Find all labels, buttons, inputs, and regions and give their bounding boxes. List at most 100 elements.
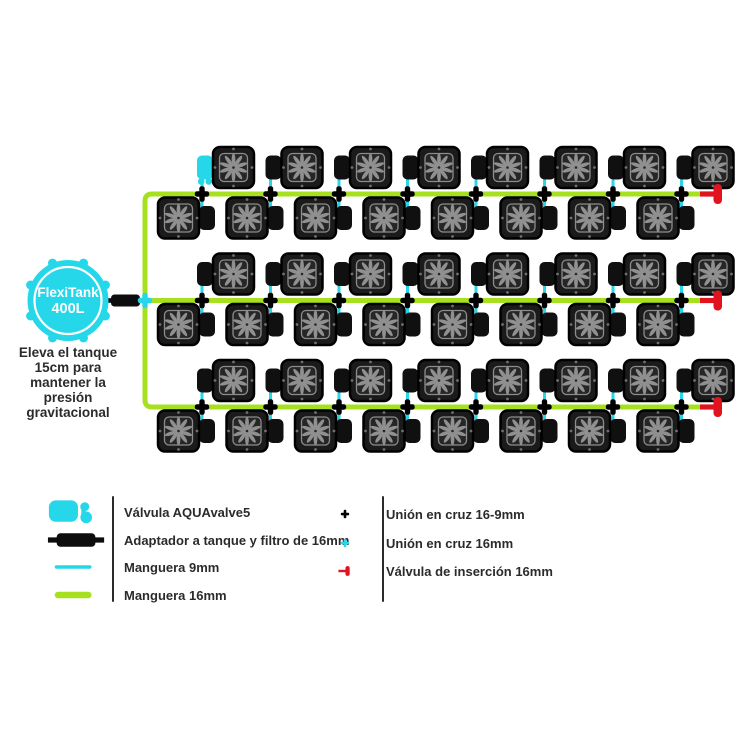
plant-pot xyxy=(156,302,201,347)
plant-pot xyxy=(691,252,735,296)
tank-ring xyxy=(33,265,103,336)
plant-pot xyxy=(348,252,393,296)
aquavalve-tab xyxy=(267,419,284,443)
plant-pot xyxy=(417,358,461,403)
legend-icon-cell xyxy=(46,525,108,555)
plant-pot xyxy=(430,196,475,240)
hose-16mm-icon xyxy=(54,591,92,599)
legend-divider-right xyxy=(382,496,384,602)
plant-pot xyxy=(293,196,338,240)
plant-pot xyxy=(554,358,598,403)
hose-9mm-icon xyxy=(54,565,92,569)
legend-label: Adaptador a tanque y filtro de 16mm xyxy=(124,532,350,548)
aquavalve-tab xyxy=(676,368,693,393)
legend-item: Unión en cruz 16mm xyxy=(330,529,513,557)
aquavalve-tab xyxy=(541,312,558,337)
plant-pot xyxy=(362,196,406,240)
plant-pot xyxy=(554,145,598,190)
aquavalve-tab xyxy=(610,419,626,443)
plant-pot xyxy=(417,252,461,296)
aquavalve-tab xyxy=(199,206,215,230)
plant-pot xyxy=(622,358,667,403)
aquavalve-tab xyxy=(336,206,352,230)
plant-pot xyxy=(293,302,338,347)
legend-icon-cell xyxy=(330,499,360,529)
plant-pot xyxy=(225,302,269,347)
aquavalve-tab xyxy=(473,312,489,337)
aquavalve-tab xyxy=(541,206,558,230)
aquavalve-tab xyxy=(473,419,489,443)
aquavalve-tab xyxy=(265,155,282,180)
legend-label: Válvula AQUAvalve5 xyxy=(124,504,251,520)
aquavalve-tab xyxy=(608,155,624,180)
legend-item: Unión en cruz 16-9mm xyxy=(330,500,525,528)
aquavalve-tab xyxy=(267,206,284,230)
tank-adapter-icon xyxy=(47,533,105,547)
legend-item: Válvula AQUAvalve5 xyxy=(46,498,250,526)
aquavalve-tab xyxy=(676,155,693,180)
aquavalve-tab xyxy=(404,206,421,230)
aquavalve-tab xyxy=(334,368,350,393)
aquavalve-tab xyxy=(197,368,213,393)
flexitank: FlexiTank 400L xyxy=(26,258,110,343)
legend-icon-cell xyxy=(46,552,108,582)
aquavalve-tab xyxy=(610,312,626,337)
plant-pot xyxy=(225,409,269,453)
insertion-valve-16-icon xyxy=(338,566,350,576)
aquavalve-tab xyxy=(199,312,215,337)
aquavalve-tab xyxy=(471,368,487,393)
plant-pot xyxy=(554,252,598,296)
aquavalve5-float xyxy=(205,178,213,185)
tank-body xyxy=(27,260,109,341)
legend-icon-cell xyxy=(330,528,360,558)
aquavalve-tab xyxy=(265,368,282,393)
plant-pot xyxy=(485,252,530,296)
legend-label: Válvula de inserción 16mm xyxy=(386,563,553,579)
plant-pot xyxy=(622,252,667,296)
tank-caption: Eleva el tanque 15cm para mantener la pr… xyxy=(18,345,118,420)
plant-pot xyxy=(280,358,324,403)
legend-icon-cell xyxy=(46,580,108,610)
plant-pot xyxy=(362,409,406,453)
legend-item: Adaptador a tanque y filtro de 16mm xyxy=(46,526,349,554)
aquavalve-tab xyxy=(610,206,626,230)
aquavalve-tab xyxy=(676,262,693,286)
tank-capacity-label: 400L xyxy=(51,301,84,317)
aquavalve-tab xyxy=(267,312,284,337)
plant-pot xyxy=(499,302,543,347)
plant-pot xyxy=(636,196,680,240)
aquavalve-tab xyxy=(199,419,215,443)
plant-pot xyxy=(636,302,680,347)
cross-union-16-icon xyxy=(340,538,350,548)
pots-layer xyxy=(156,145,735,453)
legend-icon-cell xyxy=(46,497,108,527)
aquavalve-tab xyxy=(678,419,695,443)
aquavalve-tab xyxy=(404,312,421,337)
plant-pot xyxy=(211,145,256,190)
legend-item: Manguera 9mm xyxy=(46,553,219,581)
aquavalve-tab xyxy=(541,419,558,443)
plant-pot xyxy=(417,145,461,190)
plant-pot xyxy=(485,145,530,190)
plant-pot xyxy=(499,409,543,453)
plant-pot xyxy=(567,302,612,347)
plant-pot xyxy=(691,145,735,190)
plant-pot xyxy=(622,145,667,190)
legend-item: Manguera 16mm xyxy=(46,581,227,609)
plant-pot xyxy=(691,358,735,403)
cross-union-16 xyxy=(137,292,153,309)
legend-label: Manguera 9mm xyxy=(124,559,220,575)
cross-union-16-9-icon xyxy=(340,509,350,519)
plant-pot xyxy=(225,196,269,240)
legend-icon-cell xyxy=(330,556,360,586)
aquavalve-tab xyxy=(334,155,350,180)
plant-pot xyxy=(293,409,338,453)
aquavalve-tab xyxy=(336,419,352,443)
aquavalve-tab xyxy=(608,262,624,286)
plant-pot xyxy=(211,252,256,296)
tank-name-label: FlexiTank xyxy=(37,285,99,300)
aquavalve-tab xyxy=(471,155,487,180)
plant-pot xyxy=(430,409,475,453)
plant-pot xyxy=(211,358,256,403)
